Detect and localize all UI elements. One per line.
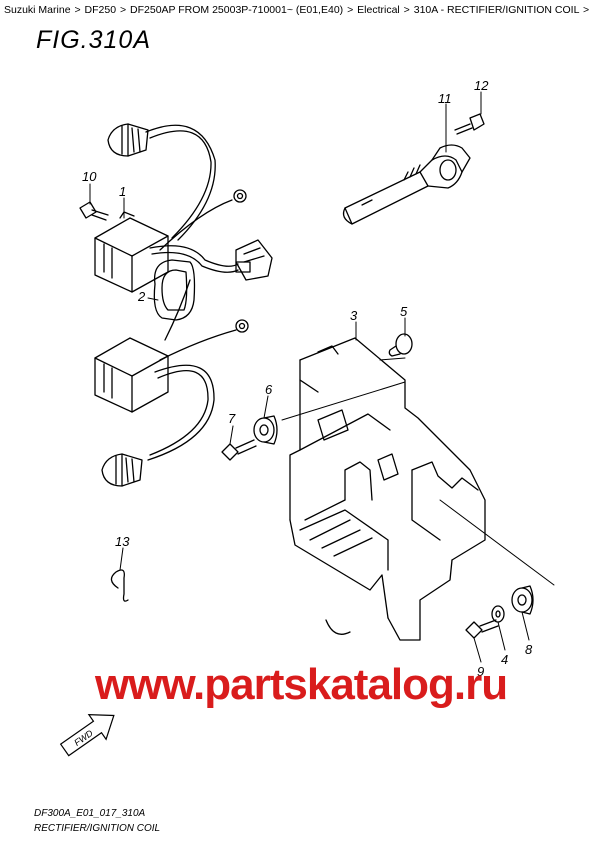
callout-9[interactable]: 9 (477, 664, 484, 679)
callout-11[interactable]: 11 (438, 91, 452, 106)
callout-5[interactable]: 5 (400, 304, 408, 319)
leader-lines (89, 91, 555, 663)
breadcrumb-link-electrical[interactable]: Electrical (357, 4, 400, 16)
fwd-arrow-icon: FWD (59, 714, 115, 757)
breadcrumb-link-df250[interactable]: DF250 (84, 4, 117, 16)
callout-12[interactable]: 12 (474, 78, 489, 93)
coil-bolt[interactable] (454, 113, 485, 135)
drawing-name: RECTIFIER/IGNITION COIL (34, 823, 161, 834)
breadcrumb-link-model[interactable]: DF250AP FROM 25003P-710001~ (E01,E40) (130, 4, 344, 16)
breadcrumb-separator: > (582, 4, 590, 16)
breadcrumb-separator: > (403, 4, 410, 16)
grommet-bottom[interactable] (511, 585, 534, 615)
ignition-coil[interactable] (342, 144, 471, 225)
breadcrumb: Suzuki Marine > DF250 > DF250AP FROM 250… (4, 3, 596, 17)
breadcrumb-separator: > (347, 4, 354, 16)
callout-4[interactable]: 4 (501, 652, 508, 667)
clip[interactable] (110, 569, 129, 602)
callout-8[interactable]: 8 (525, 642, 533, 657)
breadcrumb-separator: > (74, 4, 81, 16)
coupler-plug-upper[interactable] (107, 123, 149, 157)
bolt-rectifier[interactable] (79, 201, 109, 221)
drawing-code: DF300A_E01_017_310A (34, 808, 146, 819)
rectifier-lower-harness (147, 279, 249, 461)
callout-1[interactable]: 1 (119, 184, 126, 199)
callout-3[interactable]: 3 (350, 308, 358, 323)
rectifier-lower[interactable] (94, 337, 169, 413)
gasket[interactable] (153, 259, 196, 321)
coupler-plug-lower[interactable] (101, 453, 143, 487)
connector-block[interactable] (235, 239, 273, 281)
rectifier-upper-harness (145, 124, 247, 273)
rectifier-upper[interactable] (94, 211, 169, 293)
callout-2[interactable]: 2 (137, 289, 146, 304)
callout-7[interactable]: 7 (228, 411, 236, 426)
washer[interactable] (491, 605, 505, 623)
breadcrumb-current-page: 310A - RECTIFIER/IGNITION COIL (413, 4, 580, 16)
figure-title: FIG.310A (36, 26, 151, 54)
breadcrumb-link-suzuki-marine[interactable]: Suzuki Marine (4, 4, 71, 16)
callout-13[interactable]: 13 (115, 534, 130, 549)
breadcrumb-separator: > (119, 4, 127, 16)
rectifier-bracket[interactable] (289, 337, 486, 641)
bolt-bottom[interactable] (465, 619, 499, 639)
bolt-side[interactable] (221, 439, 257, 461)
callout-6[interactable]: 6 (265, 382, 273, 397)
grommet-side[interactable] (253, 415, 278, 445)
watermark: www.partskatalog.ru (95, 660, 508, 709)
callout-10[interactable]: 10 (82, 169, 97, 184)
grommet-top[interactable] (388, 333, 413, 357)
